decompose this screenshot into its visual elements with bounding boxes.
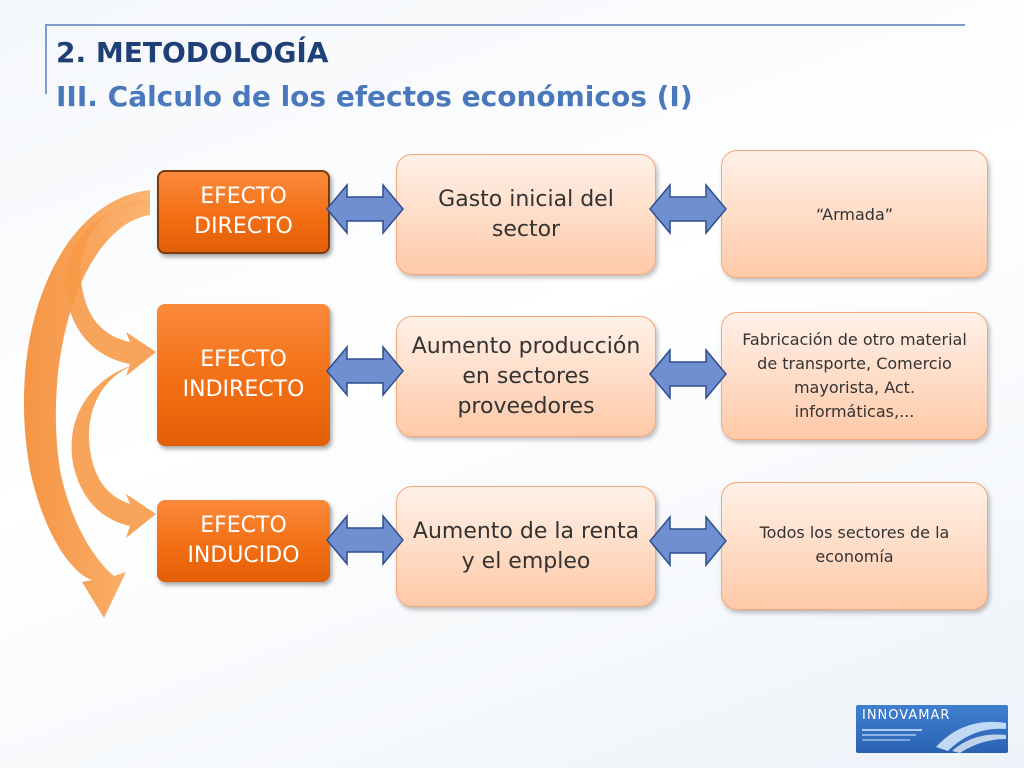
middle-box-1-text: Gasto inicial del sector [438, 186, 614, 242]
middle-box-3-text: Aumento de la renta y el empleo [412, 518, 640, 574]
middle-box-2: Aumento producción en sectores proveedor… [396, 316, 656, 437]
wave-icon [862, 721, 1006, 753]
effect-direct-box: EFECTO DIRECTO [157, 170, 330, 254]
middle-box-3: Aumento de la renta y el empleo [396, 486, 656, 607]
right-box-3: Todos los sectores de la economía [721, 482, 988, 610]
slide-title: 2. METODOLOGÍA [56, 36, 329, 69]
effect-indirect-line2: INDIRECTO [182, 377, 305, 402]
effect-direct-line1: EFECTO [200, 184, 287, 209]
double-arrow-icon [649, 182, 727, 236]
curve-arrow-indirect-to-induced [71, 360, 156, 538]
curve-arrow-direct-to-indirect [65, 200, 156, 376]
right-box-1-text: “Armada” [815, 205, 894, 224]
innovamar-logo: INNOVAMAR [856, 705, 1008, 753]
double-arrow-icon [326, 182, 404, 236]
middle-box-2-text: Aumento producción en sectores proveedor… [411, 333, 641, 419]
double-arrow-icon [649, 514, 727, 568]
double-arrow-icon [326, 344, 404, 398]
logo-text: INNOVAMAR [862, 708, 951, 723]
effect-induced-line1: EFECTO [200, 513, 287, 538]
effect-indirect-line1: EFECTO [200, 347, 287, 372]
slide-subtitle: III. Cálculo de los efectos económicos (… [56, 80, 693, 113]
right-box-3-text: Todos los sectores de la economía [759, 523, 950, 566]
header-rule-left [45, 24, 47, 94]
double-arrow-icon [649, 347, 727, 401]
right-box-2-text: Fabricación de otro material de transpor… [742, 330, 967, 421]
effect-induced-line2: INDUCIDO [187, 543, 300, 568]
effect-direct-line2: DIRECTO [194, 214, 293, 239]
right-box-1: “Armada” [721, 150, 988, 278]
header-rule-top [45, 24, 965, 26]
curve-arrow-direct-to-induced [23, 190, 150, 618]
middle-box-1: Gasto inicial del sector [396, 154, 656, 275]
effect-induced-box: EFECTO INDUCIDO [157, 500, 330, 582]
effect-indirect-box: EFECTO INDIRECTO [157, 304, 330, 446]
right-box-2: Fabricación de otro material de transpor… [721, 312, 988, 440]
double-arrow-icon [326, 513, 404, 567]
